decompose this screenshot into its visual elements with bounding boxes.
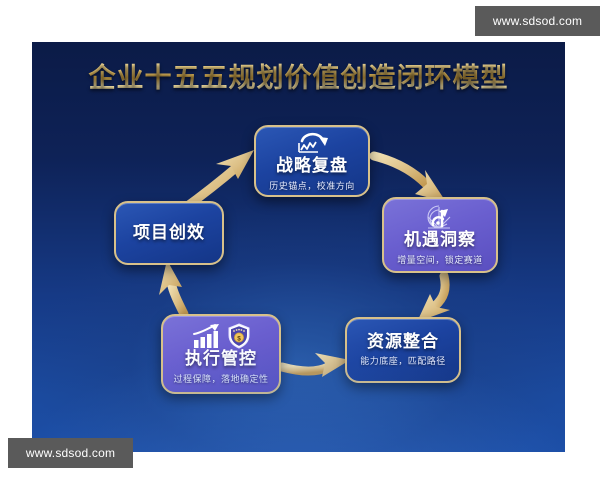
watermark-top: www.sdsod.com: [475, 6, 600, 36]
node-execution[interactable]: $ 执行管控 过程保障，落地确定性: [161, 314, 281, 394]
node-resource-sub: 能力底座，匹配路径: [360, 356, 446, 367]
shield-dollar-icon: $: [228, 323, 250, 349]
arrow-execution-to-value: [159, 260, 189, 319]
arrow-opportunity-to-resource: [417, 271, 450, 322]
arrow-execution-to-resource: [277, 353, 350, 377]
node-review-label: 战略复盘: [276, 156, 348, 176]
node-execution-icons: $: [191, 323, 251, 349]
watermark-bottom: www.sdsod.com: [8, 438, 133, 468]
node-opportunity-sub: 增量空间，锁定赛道: [397, 254, 483, 265]
node-opportunity[interactable]: 机遇洞察 增量空间，锁定赛道: [382, 197, 498, 273]
slide-canvas: 企业十五五规划价值创造闭环模型: [32, 42, 565, 452]
node-review-sub: 历史锚点，校准方向: [269, 180, 355, 191]
radar-growth-icon: [427, 205, 451, 229]
svg-text:$: $: [237, 336, 241, 343]
node-execution-label: 执行管控: [185, 349, 257, 369]
node-value[interactable]: 项目创效: [114, 201, 224, 265]
node-opportunity-icons: [422, 204, 458, 230]
refresh-chart-icon: [298, 133, 328, 153]
bar-chart-growth-icon: [193, 324, 219, 349]
node-review-icons: [295, 130, 329, 156]
node-resource-label: 资源整合: [367, 331, 439, 351]
page-title: 企业十五五规划价值创造闭环模型: [32, 56, 565, 95]
node-value-label: 项目创效: [133, 222, 205, 242]
arrow-review-to-opportunity: [369, 151, 446, 202]
node-execution-sub: 过程保障，落地确定性: [173, 373, 269, 384]
node-review[interactable]: 战略复盘 历史锚点，校准方向: [254, 125, 370, 197]
node-opportunity-label: 机遇洞察: [404, 230, 476, 250]
node-resource[interactable]: 资源整合 能力底座，匹配路径: [345, 317, 461, 383]
